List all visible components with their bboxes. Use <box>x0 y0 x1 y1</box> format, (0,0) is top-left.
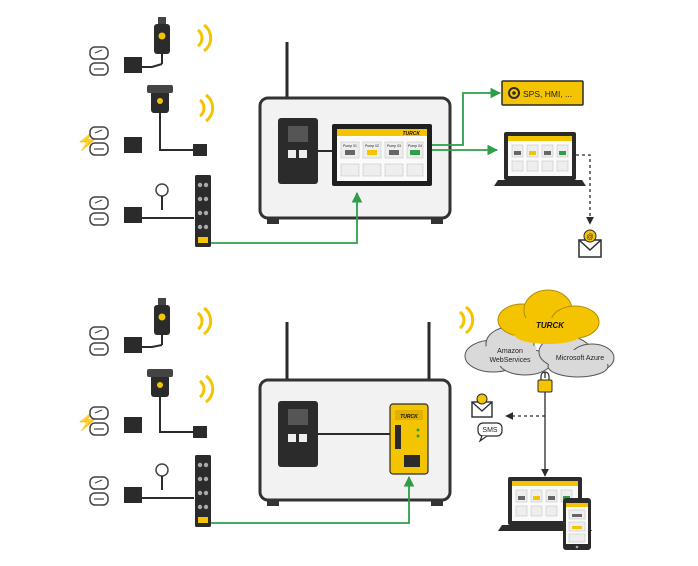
hmi-touch-panel: TURCK Pump 01 Pump 02 Pump 03 Pump 04 <box>332 124 432 186</box>
actuator-box <box>193 144 207 156</box>
azure-label: Microsoft Azure <box>556 355 604 362</box>
cloud-brand-label: TURCK <box>536 321 565 330</box>
wireless-signal-icon <box>196 23 213 53</box>
plc-hmi-target: SPS, HMI, ... <box>501 80 584 106</box>
sensor-cable <box>159 122 195 151</box>
fieldbus-link <box>211 475 415 524</box>
junction-box <box>124 57 142 73</box>
junction-box <box>124 207 142 223</box>
gauge-icon <box>89 196 109 226</box>
email-notification-icon <box>471 393 493 418</box>
junction-box <box>124 337 142 353</box>
aws-label-line1: Amazon <box>497 348 523 355</box>
junction-box <box>124 137 142 153</box>
hmi-cards: Pump 01 Pump 02 Pump 03 Pump 04 <box>340 141 424 177</box>
actuator-box <box>193 426 207 438</box>
proximity-sensor <box>153 297 171 346</box>
hmi-brand-label: TURCK <box>403 131 421 137</box>
aws-label-line2: WebServices <box>489 357 531 364</box>
sms-label: SMS <box>482 427 498 434</box>
link-to-plc <box>432 87 502 146</box>
monitoring-smartphone <box>563 498 591 550</box>
plc-hmi-label: SPS, HMI, ... <box>523 89 572 99</box>
top-control-cabinet: TURCK Pump 01 Pump 02 Pump 03 Pump 04 <box>258 42 452 224</box>
email-notification-icon: @ <box>578 229 602 258</box>
wireless-signal-icon <box>196 306 213 336</box>
gauge-icon <box>89 476 109 506</box>
fieldbus-link <box>211 191 363 244</box>
sensor-cable <box>142 63 163 68</box>
junction-box <box>124 417 142 433</box>
bottom-control-cabinet: TURCK <box>258 322 452 506</box>
junction-box <box>124 487 142 503</box>
alert-dashed-link <box>576 154 594 225</box>
cloud-services: Amazon WebServices Microsoft Azure TURCK <box>464 289 615 378</box>
dome-sensor <box>155 183 169 197</box>
top-field-device-3 <box>89 175 211 247</box>
bottom-field-device-2: ⚡ <box>76 368 215 438</box>
dome-sensor <box>155 463 169 477</box>
bottom-field-device-3 <box>89 455 211 527</box>
bottom-field-device-1 <box>89 297 213 356</box>
io-module <box>195 175 211 247</box>
wireless-signal-icon <box>198 93 215 123</box>
hmi-card-label: Pump 01 <box>343 144 357 148</box>
valve-sensor <box>146 368 174 407</box>
wireless-signal-icon <box>458 305 475 335</box>
turck-cloud: TURCK <box>497 289 600 344</box>
proximity-sensor <box>153 16 171 65</box>
gear-icon <box>508 87 520 99</box>
gateway-device <box>278 401 318 467</box>
sms-notification-badge: SMS <box>477 422 503 443</box>
bottom-scene: ⚡ <box>76 289 615 550</box>
wireless-signal-icon <box>198 374 215 404</box>
top-scene: ⚡ <box>76 16 602 258</box>
hmi-card-label: Pump 02 <box>365 144 379 148</box>
gateway-device <box>278 118 318 184</box>
monitoring-laptop <box>494 132 586 186</box>
gateway-brand-label: TURCK <box>400 414 418 420</box>
valve-sensor <box>146 84 174 123</box>
svg-text:@: @ <box>586 234 593 241</box>
io-module <box>195 455 211 527</box>
cloud-gateway-module: TURCK <box>389 403 429 475</box>
hmi-card-label: Pump 03 <box>387 144 401 148</box>
azure-cloud: Microsoft Azure <box>538 335 615 378</box>
hmi-card-label: Pump 04 <box>408 144 422 148</box>
gauge-icon <box>89 46 109 76</box>
top-field-device-1 <box>89 16 213 76</box>
top-field-device-2: ⚡ <box>76 84 215 156</box>
gauge-icon <box>89 326 109 356</box>
